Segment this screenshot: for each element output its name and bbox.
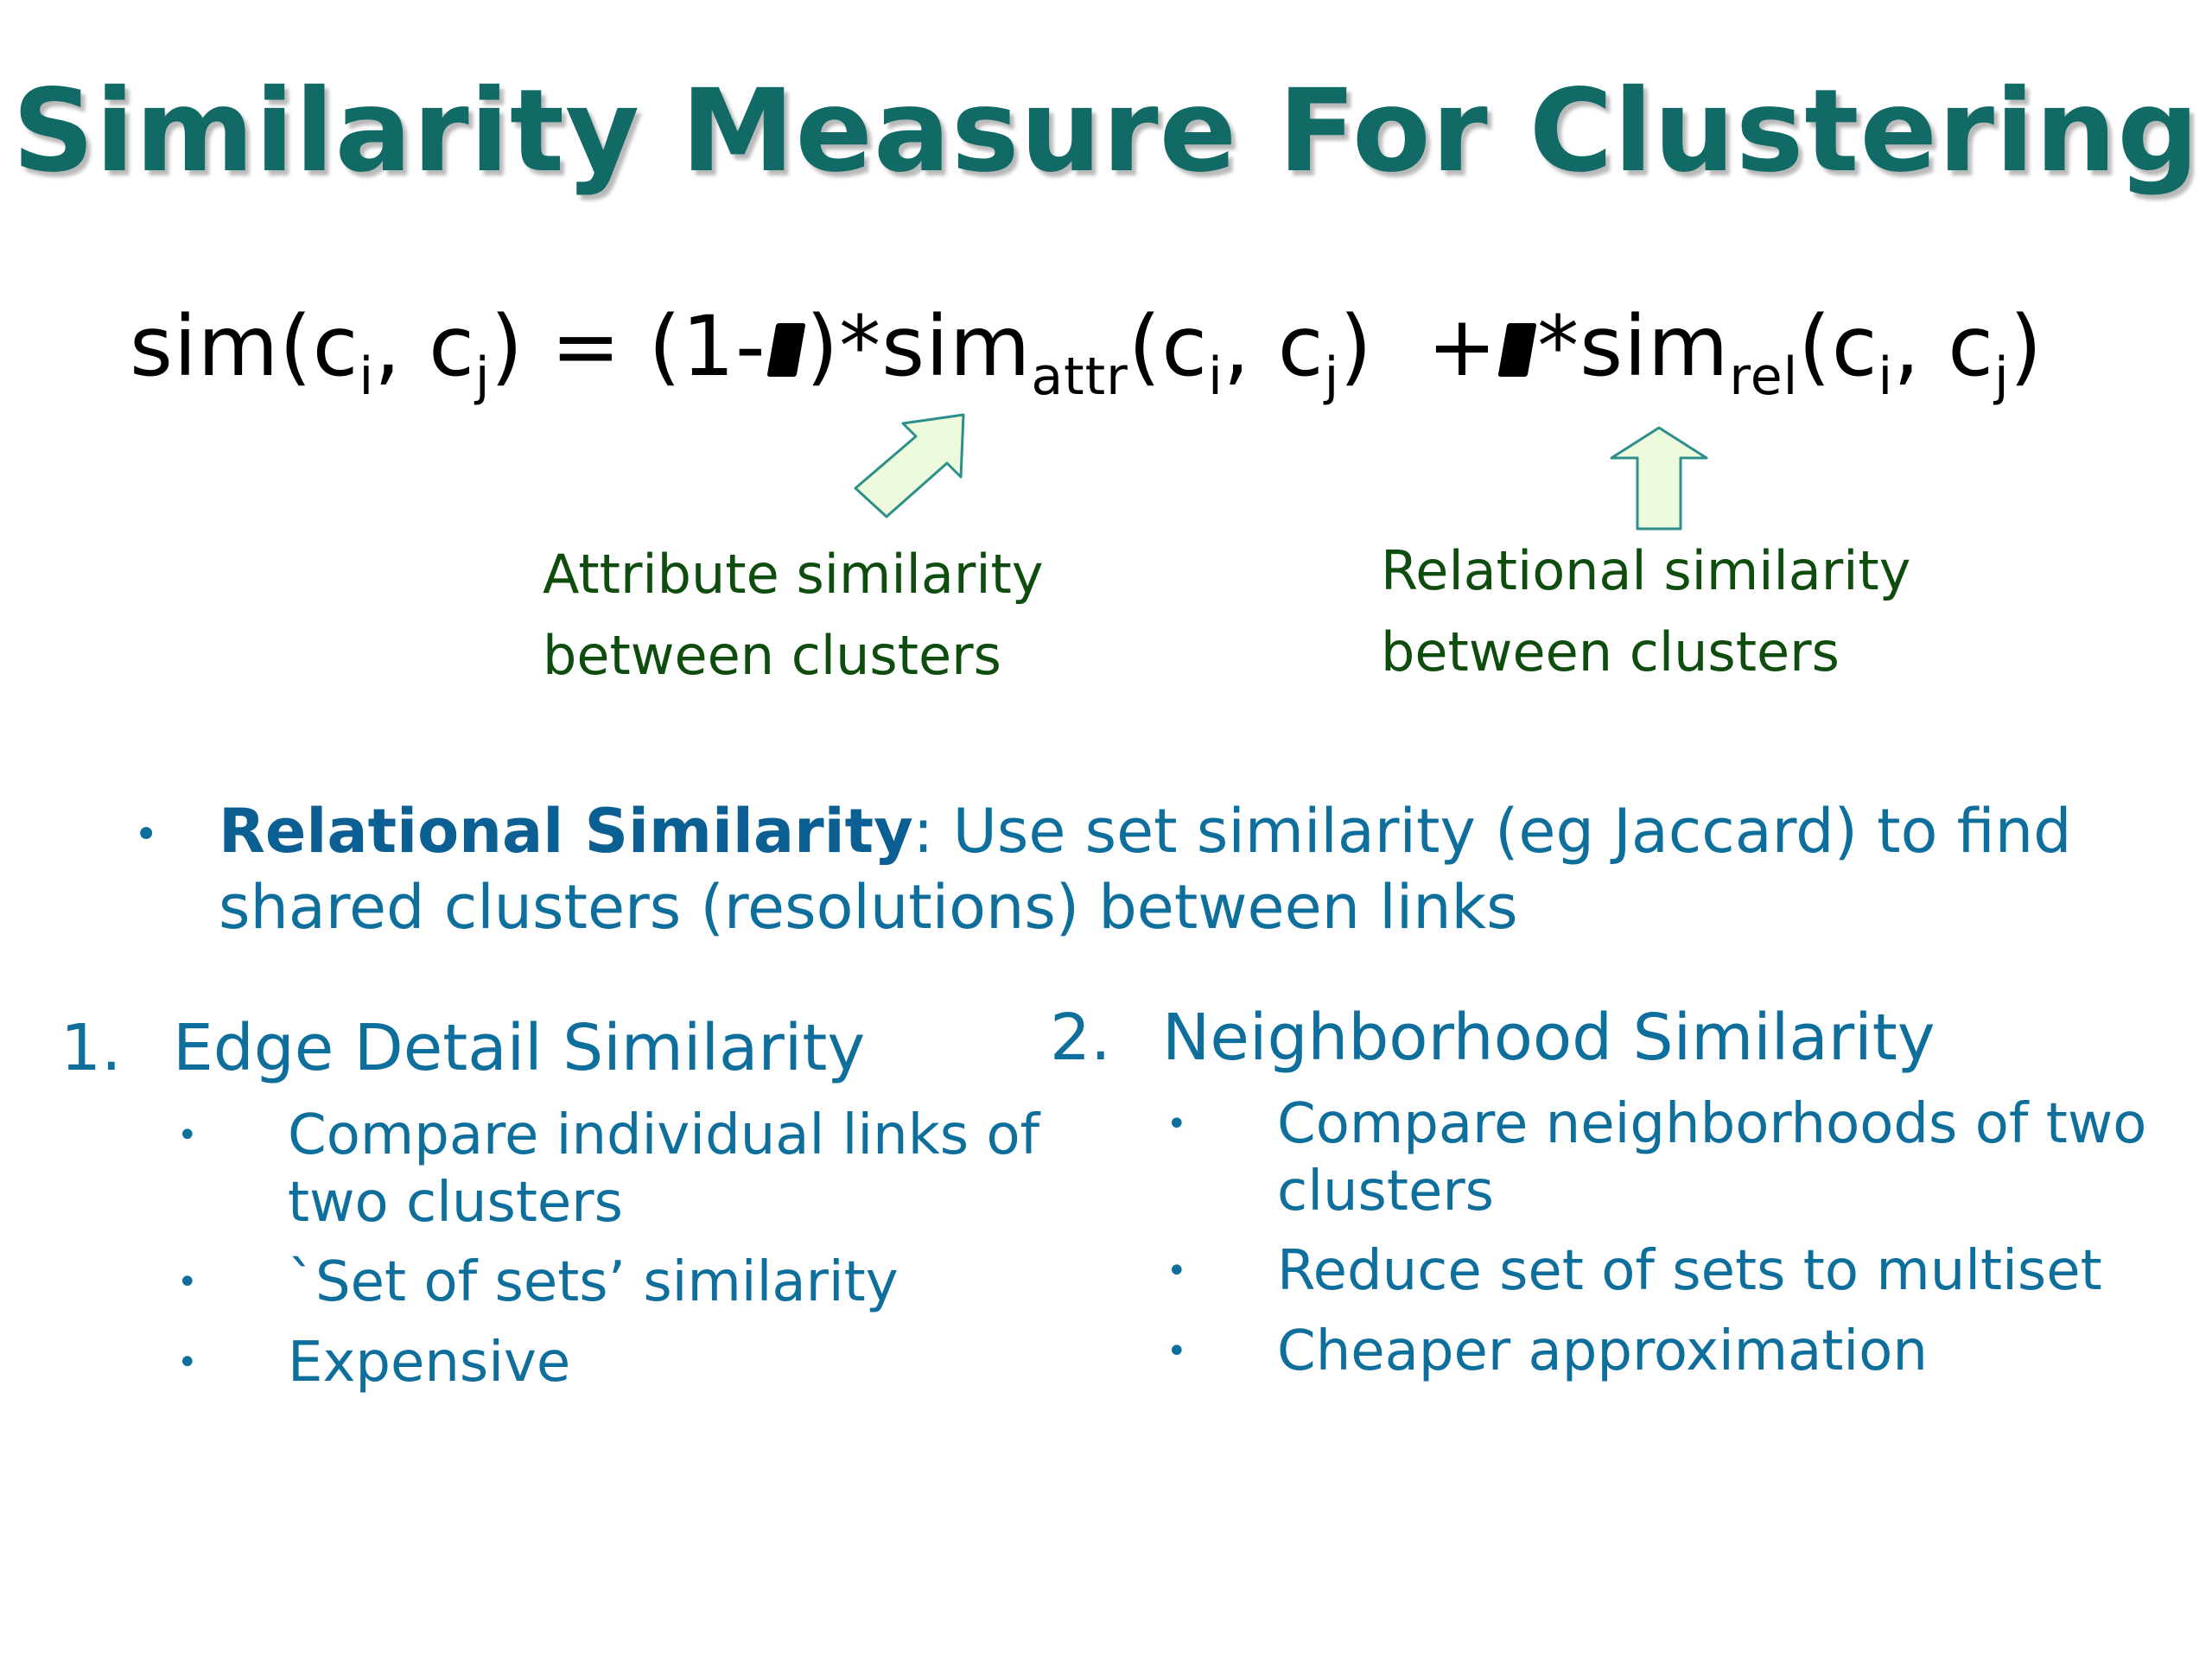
formula-open-c: (c <box>1128 298 1209 395</box>
formula-times-sim2: *sim <box>1537 298 1730 395</box>
annotation-line: between clusters <box>1381 620 1840 683</box>
formula-sub-j2: j <box>1324 346 1340 407</box>
item-line: Cheaper approximation <box>1277 1319 1928 1383</box>
item-line: Reduce set of sets to multiset <box>1277 1239 2102 1303</box>
heading-text: Neighborhood Similarity <box>1162 1001 1936 1075</box>
formula-sub-i2: i <box>1208 346 1224 407</box>
bullet-text: Relational Similarity: Use set similarit… <box>219 793 2072 945</box>
formula-sub-i: i <box>359 346 375 407</box>
item-line: Expensive <box>288 1331 571 1395</box>
formula-comma-c3: , c <box>1893 298 1995 395</box>
slide-title: Similarity Measure For Clustering <box>12 65 2200 198</box>
bullet-marker: • <box>177 1116 198 1155</box>
bullet-marker: • <box>134 810 159 859</box>
annotation-line: between clusters <box>543 624 1001 687</box>
formula-comma-c: , c <box>374 298 475 395</box>
formula-comma-c2: , c <box>1223 298 1325 395</box>
formula-sub-j3: j <box>1994 346 2010 407</box>
heading-text: Edge Detail Similarity <box>173 1011 866 1085</box>
similarity-formula: sim(ci, cj) = (1-)*simattr(ci, cj) +*sim… <box>130 298 2044 403</box>
item-line: Compare neighborhoods of two <box>1277 1092 2147 1156</box>
list-number: 2. <box>1050 1001 1111 1075</box>
annotation-line: Attribute similarity <box>543 543 1044 606</box>
bullet-bold-term: Relational Similarity <box>219 796 913 867</box>
formula-times-sim: )*sim <box>805 298 1032 395</box>
item-text: Compare individual links of two clusters <box>288 1102 1039 1236</box>
bullet-marker: • <box>1166 1251 1187 1291</box>
formula-sub-j: j <box>474 346 491 407</box>
formula-sub-i3: i <box>1878 346 1894 407</box>
item-text: Compare neighborhoods of two clusters <box>1277 1090 2146 1225</box>
bullet-line1-rest: : Use set similarity (eg Jaccard) to fin… <box>912 796 2072 867</box>
missing-glyph-icon <box>1497 323 1537 377</box>
formula-plus-part: ) + <box>1339 298 1498 395</box>
bullet-marker: • <box>1166 1332 1187 1371</box>
bullet-marker: • <box>1166 1104 1187 1144</box>
formula-sub-attr: attr <box>1031 346 1128 407</box>
diagonal-arrow-icon <box>854 413 965 518</box>
bullet-marker: • <box>177 1343 198 1382</box>
item-line: two clusters <box>288 1171 623 1235</box>
missing-glyph-icon <box>766 323 806 377</box>
item-line: Compare individual links of <box>288 1103 1040 1167</box>
bullet-marker: • <box>177 1262 198 1302</box>
bullet-line2: shared clusters (resolutions) between li… <box>219 872 1518 943</box>
list-number: 1. <box>60 1011 122 1085</box>
formula-close: ) <box>2009 298 2044 395</box>
item-line: clusters <box>1277 1160 1494 1224</box>
up-arrow-icon <box>1610 426 1708 531</box>
formula-open-c2: (c <box>1798 298 1878 395</box>
annotation-line: Relational similarity <box>1381 539 1911 602</box>
formula-eq-part: ) = (1- <box>490 298 766 395</box>
formula-sim: sim(c <box>130 298 359 395</box>
formula-sub-rel: rel <box>1729 346 1799 407</box>
item-line: `Set of sets’ similarity <box>288 1250 899 1314</box>
relational-similarity-annotation: Relational similarity between clusters <box>1381 531 1910 693</box>
attribute-similarity-annotation: Attribute similarity between clusters <box>543 534 1044 696</box>
